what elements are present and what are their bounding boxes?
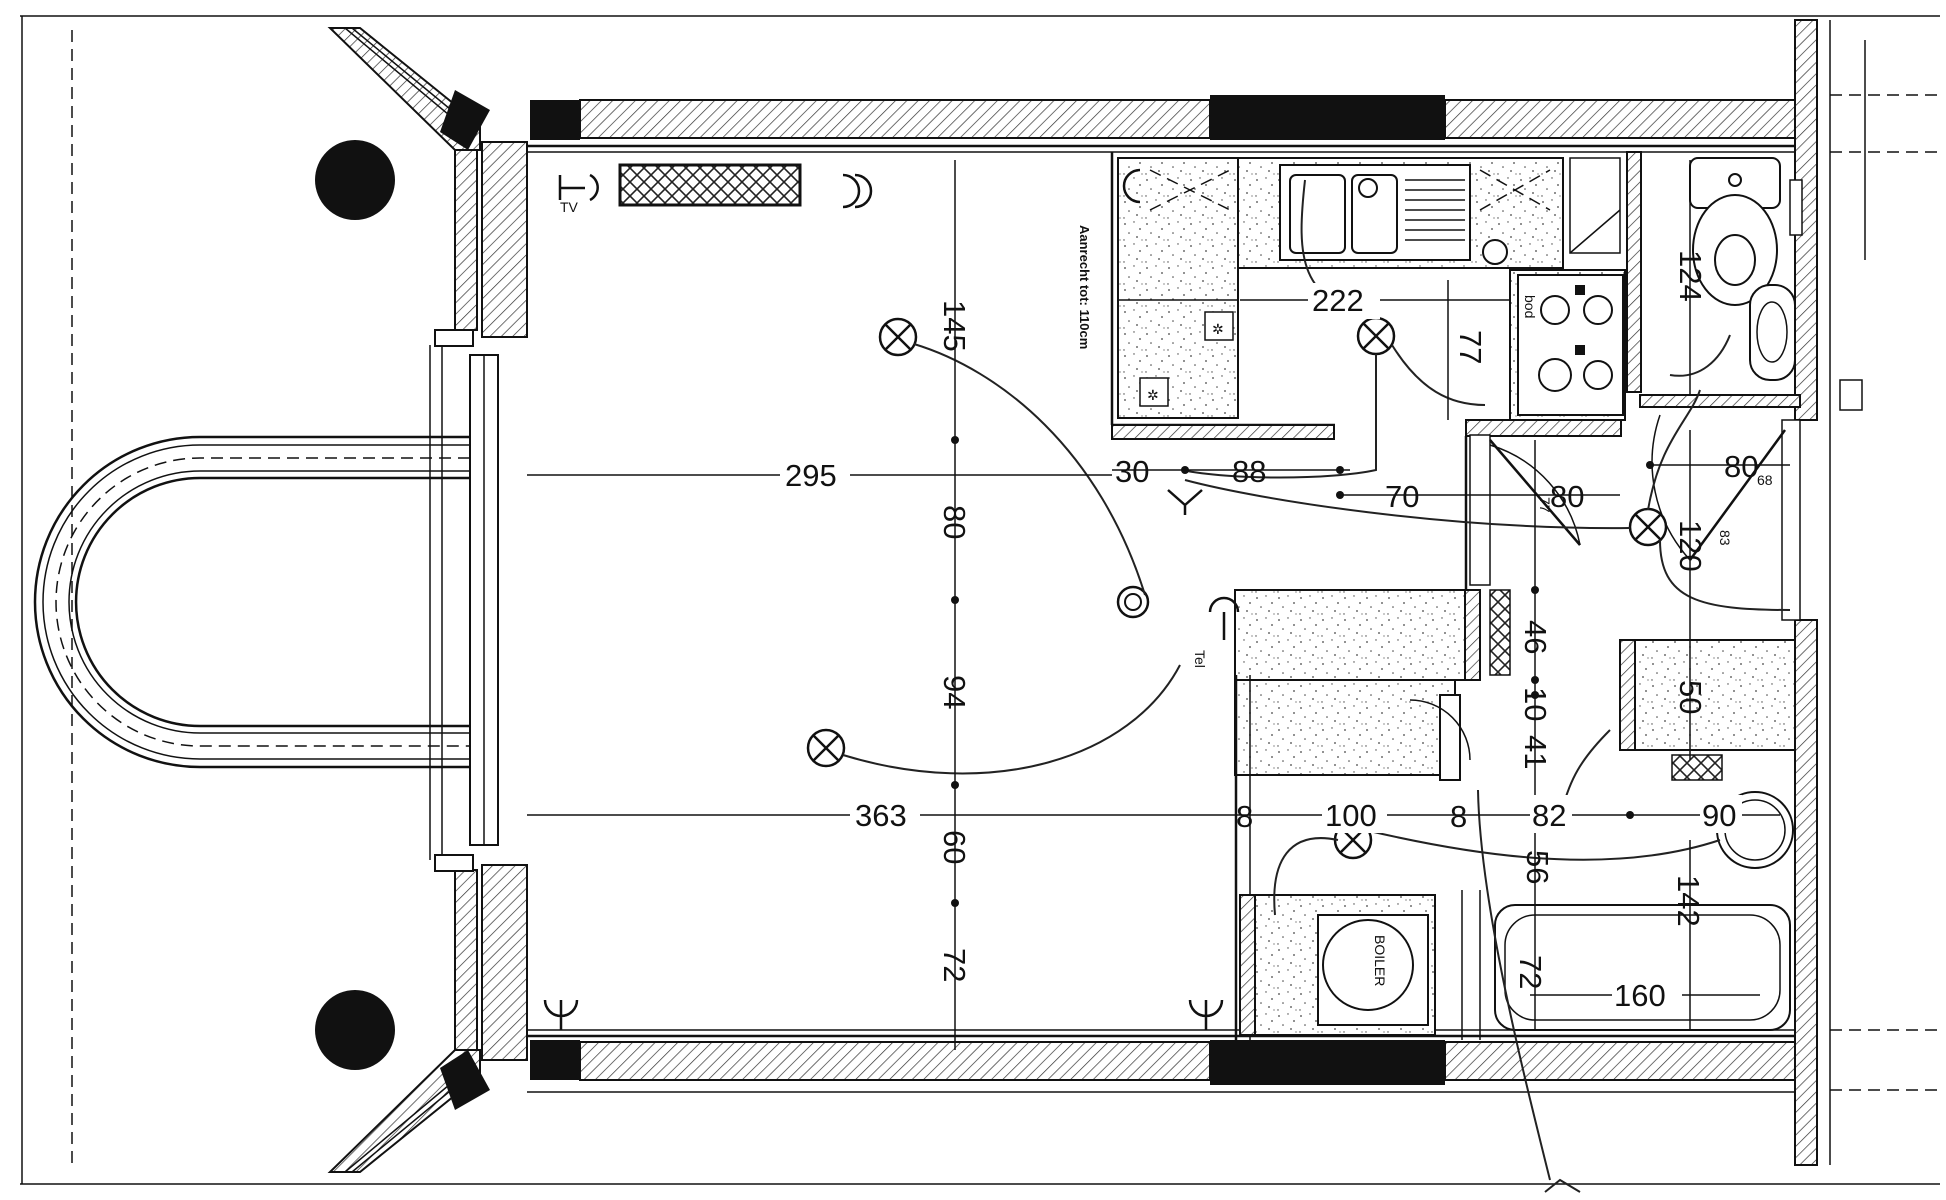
dim-222: 222: [1312, 283, 1364, 318]
snowflake-icon: ✲: [1212, 321, 1224, 337]
dim-46: 46: [1518, 620, 1553, 654]
dim-8-left: 8: [1236, 799, 1253, 834]
bathtub: [1494, 904, 1791, 1031]
socket-icon-bottom-center: [1188, 999, 1224, 1030]
dim-56: 56: [1520, 850, 1555, 884]
dim-80-living: 80: [937, 505, 972, 539]
dim-82: 82: [1532, 798, 1566, 833]
dim-50: 50: [1673, 680, 1708, 714]
ceiling-light-hall: [1628, 507, 1668, 547]
sink-label: bod: [1522, 295, 1538, 318]
socket-icon-kitchen-top: [1122, 168, 1141, 204]
socket-icon-bottom-left: [543, 999, 579, 1030]
dim-83: 83: [1717, 530, 1733, 546]
balcony-arch: [33, 435, 470, 769]
hand-basin: [1749, 284, 1796, 381]
dim-72-living: 72: [937, 948, 972, 982]
snowflake-icon-2: ✲: [1147, 387, 1159, 403]
boiler-label: BOILER: [1372, 935, 1388, 986]
tv-label: TV: [560, 199, 579, 215]
dim-160: 160: [1614, 978, 1666, 1013]
dim-30: 30: [1115, 454, 1149, 489]
dim-88: 88: [1232, 454, 1266, 489]
dim-120: 120: [1673, 520, 1708, 572]
shower-tray: [1569, 157, 1621, 254]
tel-outlet: [1208, 596, 1240, 640]
boiler: [1317, 914, 1429, 1026]
dim-77-hall: 77: [1537, 497, 1553, 513]
dim-80-toilet: 80: [1724, 449, 1758, 484]
dim-145: 145: [937, 300, 972, 352]
right-wall: [1789, 19, 1940, 1166]
toilet-door-swing: [1651, 414, 1787, 561]
balcony-angled-wall-bottom: [327, 1049, 490, 1173]
column-top: [315, 140, 395, 220]
dim-8-right: 8: [1450, 799, 1467, 834]
dim-94: 94: [937, 675, 972, 709]
bathroom-door-swing: [1409, 699, 1471, 761]
tel-label: Tel: [1192, 650, 1208, 668]
dim-100: 100: [1325, 798, 1377, 833]
dim-60: 60: [937, 830, 972, 864]
freezer-icon: [1139, 377, 1169, 407]
ceiling-light-kitchen: [1356, 316, 1396, 356]
dim-363: 363: [855, 798, 907, 833]
dim-68: 68: [1757, 472, 1773, 488]
dim-90: 90: [1702, 798, 1736, 833]
dim-77-kitchen: 77: [1453, 330, 1488, 364]
dim-72-bath: 72: [1513, 955, 1548, 989]
fridge-icon: [1204, 311, 1234, 341]
cooktop: [1517, 274, 1624, 416]
tv-outlet: [558, 173, 599, 202]
dim-41: 41: [1518, 735, 1553, 769]
top-wall: [527, 95, 1806, 153]
smoke-detector-icon: [1116, 585, 1150, 619]
double-socket-icon: [842, 173, 873, 209]
ceiling-light-1: [878, 317, 918, 357]
dim-10: 10: [1518, 687, 1553, 721]
dim-70: 70: [1385, 479, 1419, 514]
ceiling-light-2: [806, 728, 846, 768]
balcony-angled-wall-top: [327, 27, 490, 151]
dim-295: 295: [785, 458, 837, 493]
electrical-wiring: [842, 179, 1791, 1181]
handwritten-arrow: [1544, 1178, 1581, 1193]
lamp-outlet: [1167, 489, 1203, 515]
dim-142: 142: [1671, 875, 1706, 927]
radiator: [618, 163, 802, 207]
column-bottom: [315, 990, 395, 1070]
worktop-note: Aanrecht tot: 110cm: [1077, 225, 1092, 349]
dim-124: 124: [1673, 250, 1708, 302]
facade-wall-left: [429, 141, 528, 1061]
toilet: [1689, 157, 1781, 306]
dim-80-hall: 80: [1550, 479, 1584, 514]
